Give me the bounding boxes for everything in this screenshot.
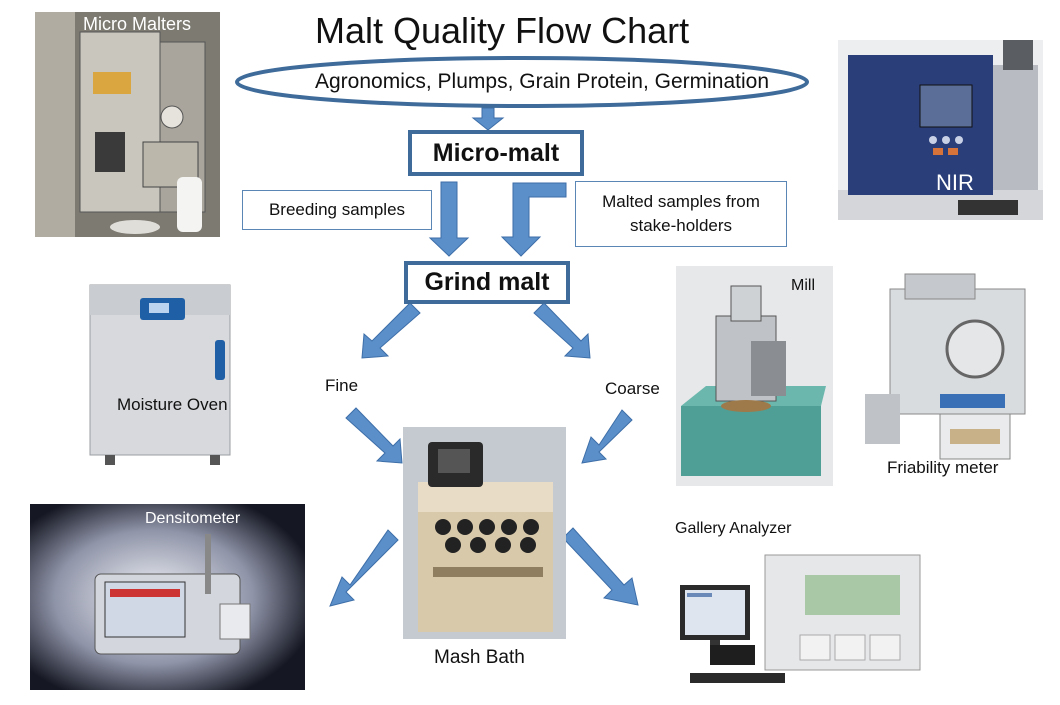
densitometer-photo: Densitometer xyxy=(30,504,305,690)
grind-malt-box: Grind malt xyxy=(404,261,570,304)
arrow-grind-to-coarse xyxy=(533,302,591,359)
malted-samples-label: Malted samples from stake-holders xyxy=(602,192,760,235)
coarse-label: Coarse xyxy=(605,379,660,398)
moisture-oven-caption: Moisture Oven xyxy=(117,395,228,414)
friability-meter-caption: Friability meter xyxy=(887,458,999,477)
gallery-analyzer-caption: Gallery Analyzer xyxy=(675,520,792,537)
arrow-mash-to-gallery xyxy=(562,527,639,606)
mill-caption: Mill xyxy=(791,277,815,294)
nir-caption: NIR xyxy=(936,170,974,195)
friability-meter-photo: Friability meter xyxy=(865,264,1040,481)
gallery-analyzer-photo xyxy=(675,545,935,695)
arrow-mash-to-densitometer xyxy=(329,529,399,607)
arrow-malted-to-grind xyxy=(500,182,567,257)
mill-photo: Mill xyxy=(676,266,833,486)
arrow-fine-to-mash xyxy=(345,407,403,464)
moisture-oven-photo: Moisture Oven xyxy=(85,280,235,470)
micro-malt-label: Micro-malt xyxy=(432,138,560,167)
arrow-breeding-to-grind xyxy=(428,181,470,257)
mash-bath-caption: Mash Bath xyxy=(434,647,525,668)
grind-malt-label: Grind malt xyxy=(424,268,550,296)
fine-label: Fine xyxy=(325,376,359,395)
top-oval xyxy=(235,56,809,108)
micro-malters-caption: Micro Malters xyxy=(83,14,192,34)
breeding-samples-label: Breeding samples xyxy=(268,200,406,219)
densitometer-caption: Densitometer xyxy=(145,510,241,527)
arrow-coarse-to-mash xyxy=(581,409,633,464)
breeding-samples-box: Breeding samples xyxy=(242,190,432,230)
nir-photo: NIR xyxy=(838,40,1043,220)
micro-malt-box: Micro-malt xyxy=(408,130,584,176)
top-oval-text: Agronomics, Plumps, Grain Protein, Germi… xyxy=(315,70,770,93)
arrow-grind-to-fine xyxy=(361,302,421,359)
arrow-oval-to-micromalt xyxy=(471,107,505,131)
chart-title: Malt Quality Flow Chart xyxy=(315,10,690,51)
micro-malters-photo: Micro Malters xyxy=(35,12,220,237)
mash-bath-photo xyxy=(403,427,566,639)
malted-samples-box: Malted samples from stake-holders xyxy=(575,181,787,247)
